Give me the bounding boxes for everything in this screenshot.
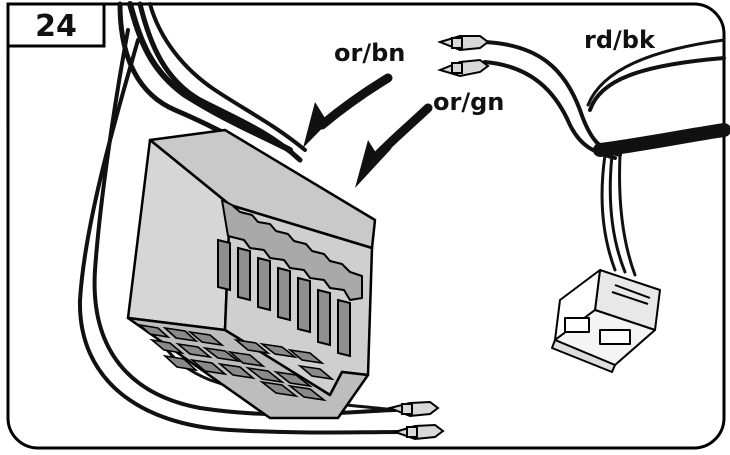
multi-pin-connector: [126, 128, 377, 420]
spade-terminal-bottom-2: [391, 423, 445, 441]
step-number: 24: [35, 9, 77, 44]
plug-connector: [551, 269, 661, 373]
label-rd-bk: rd/bk: [584, 26, 656, 54]
spade-terminal-or-bn: [436, 35, 490, 52]
step-number-box: 24: [6, 2, 106, 48]
spade-terminal-or-gn: [436, 58, 490, 78]
wire-bundle-right: [483, 38, 730, 277]
label-or-gn: or/gn: [433, 88, 504, 116]
label-or-bn: or/bn: [334, 39, 405, 67]
arrow-or-bn: [303, 73, 393, 148]
arrow-or-gn: [355, 103, 433, 188]
spade-terminal-bottom-1: [386, 400, 440, 418]
